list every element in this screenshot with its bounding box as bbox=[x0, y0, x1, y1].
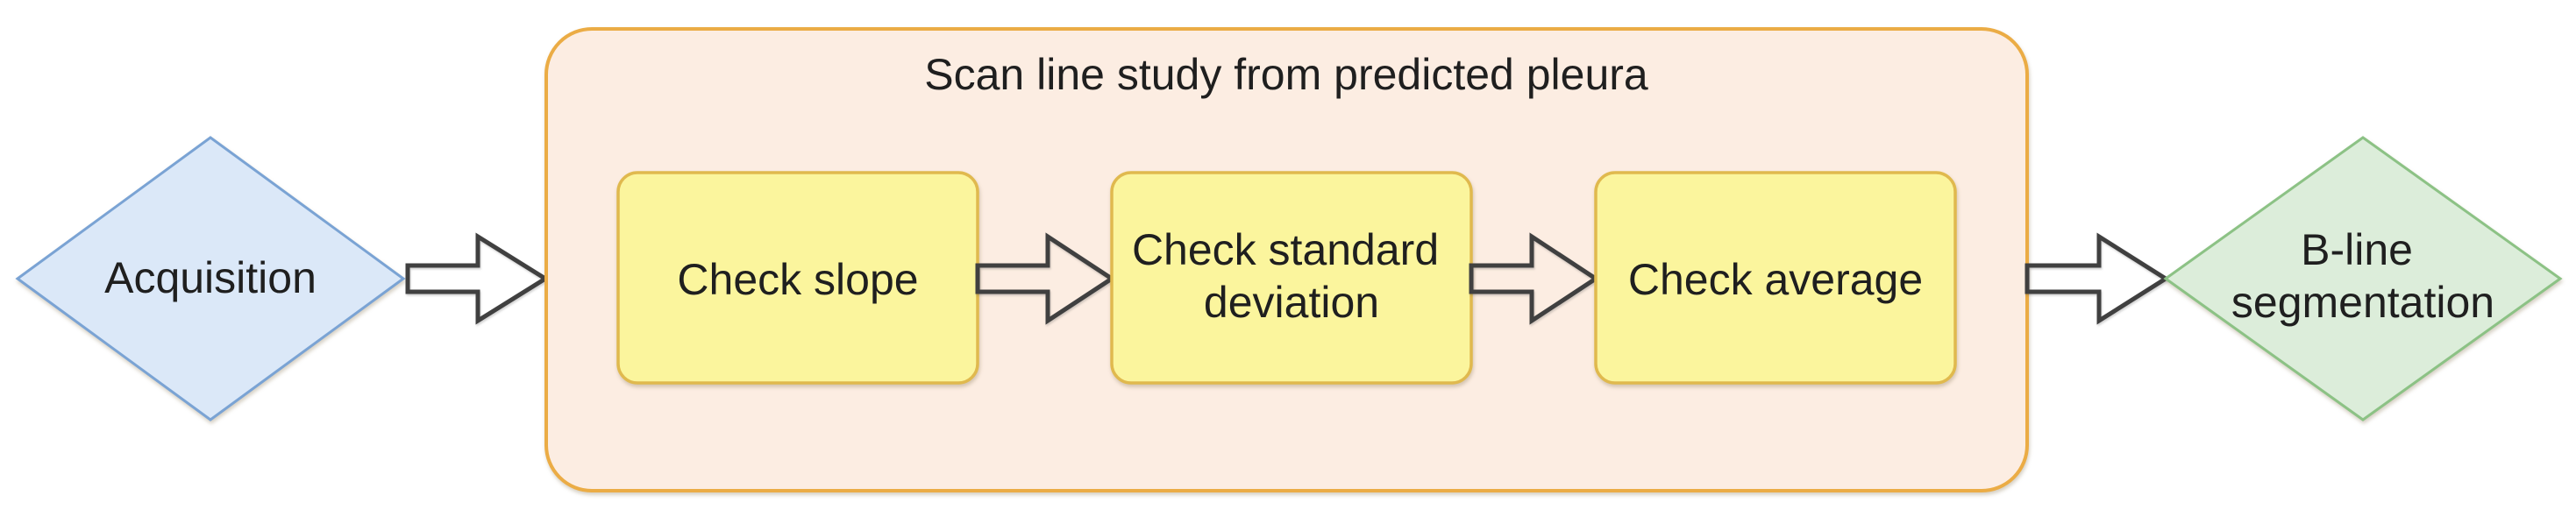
bline-segmentation-label: B-line segmentation bbox=[2231, 225, 2494, 327]
flow-arrow-1 bbox=[405, 232, 550, 325]
acquisition-diamond-shape bbox=[15, 136, 406, 421]
check-standard-deviation-label: Check standard deviation bbox=[1132, 225, 1451, 327]
check-slope-node: Check slope bbox=[616, 171, 979, 385]
check-slope-label: Check slope bbox=[677, 255, 918, 304]
check-average-label: Check average bbox=[1628, 255, 1923, 304]
flow-arrow-3 bbox=[1469, 232, 1600, 325]
check-average-node: Check average bbox=[1594, 171, 1957, 385]
flow-arrow-2 bbox=[975, 232, 1116, 325]
flow-arrow-4 bbox=[2025, 232, 2170, 325]
acquisition-node: Acquisition bbox=[15, 136, 406, 421]
bline-segmentation-node: B-line segmentation bbox=[2163, 136, 2563, 421]
check-standard-deviation-node: Check standard deviation bbox=[1110, 171, 1473, 385]
bline-segmentation-diamond-shape bbox=[2163, 136, 2563, 421]
check-average-shape bbox=[1594, 171, 1957, 385]
acquisition-label: Acquisition bbox=[104, 253, 317, 302]
scan-line-group-title: Scan line study from predicted pleura bbox=[924, 50, 1648, 99]
